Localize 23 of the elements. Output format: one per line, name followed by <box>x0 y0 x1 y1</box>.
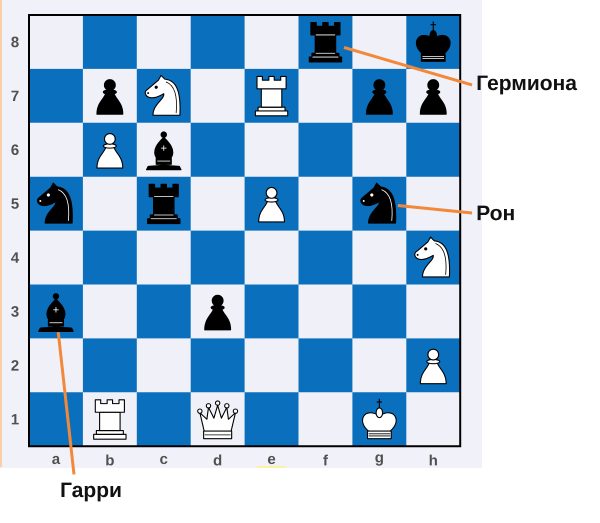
callout-label: Рон <box>478 206 514 220</box>
file-label: h <box>430 454 437 466</box>
rank-label: 1 <box>12 414 19 424</box>
file-label: c <box>160 456 168 464</box>
rank-label: 6 <box>11 144 19 156</box>
file-label: b <box>106 454 114 466</box>
callout-label: Гарри <box>61 482 120 502</box>
rank-label: 8 <box>11 36 19 48</box>
callout-label: Гермиона <box>478 76 578 94</box>
rank-label: 2 <box>11 360 19 371</box>
pawn-piece <box>420 79 447 115</box>
file-label: f <box>323 454 328 466</box>
file-label: d <box>214 454 222 466</box>
rank-label: 5 <box>11 198 19 209</box>
knight-piece <box>414 236 450 278</box>
file-label: e <box>268 456 276 464</box>
pawn-piece <box>420 348 447 384</box>
rank-label: 4 <box>11 252 20 263</box>
file-label: g <box>375 454 383 466</box>
king-piece <box>416 21 451 62</box>
rank-label: 3 <box>11 306 19 317</box>
rank-label: 7 <box>11 90 19 101</box>
file-label: a <box>52 456 60 464</box>
